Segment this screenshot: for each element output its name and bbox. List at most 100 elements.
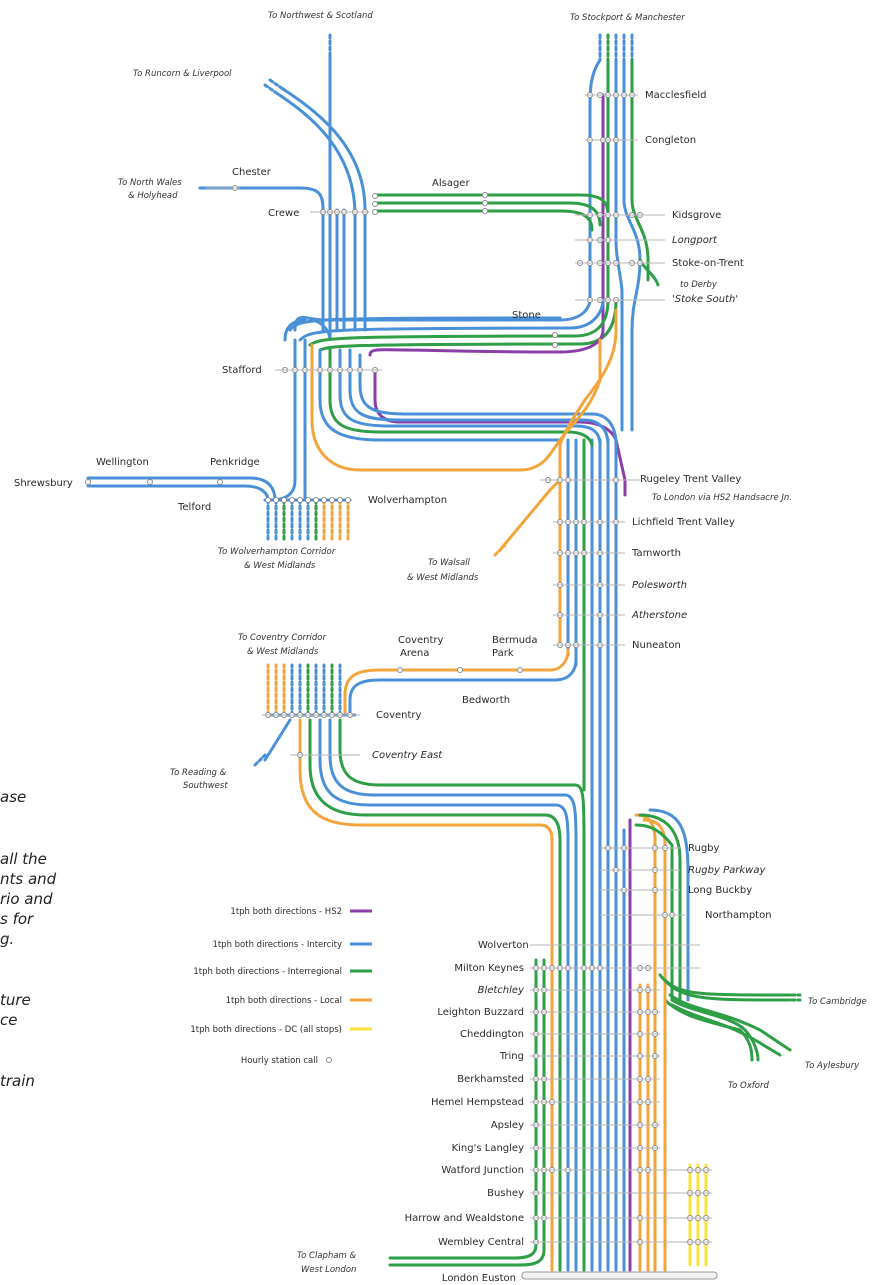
station-congleton: Congleton [645, 135, 696, 146]
station-wellington: Wellington [96, 457, 149, 468]
fragment-5: s for [0, 910, 34, 928]
fragment-1: ase [0, 788, 26, 806]
dir-north-wales-1: To North Wales [118, 178, 182, 188]
dir-oxford: To Oxford [728, 1081, 769, 1091]
station-chester: Chester [232, 167, 272, 178]
station-lichfield: Lichfield Trent Valley [632, 517, 735, 528]
legend-dc-label: 1tph both directions - DC (all stops) [190, 1025, 342, 1035]
euston-terminus-bar [521, 1271, 718, 1280]
station-nuneaton: Nuneaton [632, 640, 681, 651]
station-bermuda-2: Park [492, 648, 514, 659]
station-stone: Stone [512, 310, 541, 321]
legend-local-label: 1tph both directions - Local [226, 996, 342, 1006]
station-harrow: Harrow and Wealdstone [405, 1213, 524, 1224]
dir-coventry-corridor-1: To Coventry Corridor [238, 633, 326, 643]
local-line-walsall [493, 478, 562, 557]
station-wolverton: Wolverton [478, 940, 529, 951]
dir-wolverhampton-2: & West Midlands [244, 561, 316, 571]
station-hemel-hempstead: Hemel Hempstead [431, 1097, 524, 1108]
station-telford: Telford [177, 502, 211, 513]
local-dc-lines [638, 983, 708, 1272]
dir-derby: to Derby [680, 280, 718, 290]
dir-clapham-1: To Clapham & [297, 1251, 357, 1261]
fragment-9: train [0, 1072, 35, 1090]
dir-reading-2: Southwest [183, 781, 228, 791]
coventry-lines [253, 648, 586, 842]
station-leaders [205, 94, 712, 1243]
legend-hs2-label: 1tph both directions - HS2 [230, 907, 342, 917]
dir-runcorn-liverpool: To Runcorn & Liverpool [133, 69, 232, 79]
station-shrewsbury: Shrewsbury [14, 478, 73, 489]
dir-wolverhampton-1: To Wolverhampton Corridor [218, 547, 336, 557]
station-longport: Longport [672, 235, 718, 246]
wolverhampton-corridor-lines [263, 498, 352, 542]
legend-call-label: Hourly station call [241, 1056, 318, 1066]
station-atherstone: Atherstone [631, 610, 687, 621]
station-berkhamsted: Berkhamsted [457, 1074, 524, 1085]
intercity-line-liverpool [263, 78, 367, 332]
fragment-2: all the [0, 850, 47, 868]
station-bushey: Bushey [487, 1188, 524, 1199]
dir-clapham-2: West London [301, 1265, 356, 1275]
trent-valley-lines [558, 438, 618, 832]
dir-walsall-2: & West Midlands [407, 573, 479, 583]
dir-stockport-manchester: To Stockport & Manchester [570, 13, 685, 23]
station-stafford: Stafford [222, 365, 262, 376]
station-penkridge: Penkridge [210, 457, 260, 468]
station-kings-langley: King's Langley [452, 1143, 524, 1154]
dir-london-hs2: To London via HS2 Handsacre Jn. [652, 493, 792, 503]
fragment-7: ture [0, 991, 31, 1009]
legend: 1tph both directions - HS2 1tph both dir… [190, 907, 372, 1066]
dir-reading-1: To Reading & [170, 768, 227, 778]
route-lines [86, 33, 802, 1280]
legend-call-marker [326, 1057, 332, 1063]
left-cropped-text: ase all the nts and rio and s for g. tur… [0, 788, 57, 1090]
station-tamworth: Tamworth [631, 548, 681, 559]
stafford-south-curves [268, 338, 618, 502]
station-alsager: Alsager [432, 178, 470, 189]
fragment-4: rio and [0, 890, 53, 908]
legend-interregional-label: 1tph both directions - Interregional [193, 967, 342, 977]
station-rugby: Rugby [688, 843, 720, 854]
station-watford-junction: Watford Junction [441, 1165, 524, 1176]
station-rugeley: Rugeley Trent Valley [640, 474, 741, 485]
dir-walsall-1: To Walsall [428, 558, 471, 568]
station-long-buckby: Long Buckby [688, 885, 752, 896]
station-wolverhampton: Wolverhampton [368, 495, 447, 506]
station-stoke-south: 'Stoke South' [672, 294, 738, 305]
station-cheddington: Cheddington [460, 1029, 524, 1040]
station-wembley-central: Wembley Central [438, 1237, 524, 1248]
dir-coventry-corridor-2: & West Midlands [247, 647, 319, 657]
intercity-line-north-wales [198, 186, 325, 212]
station-tring: Tring [499, 1051, 524, 1062]
northampton-loop-lines [634, 808, 802, 1272]
intercity-line-shrewsbury [86, 476, 277, 502]
dir-north-wales-2: & Holyhead [128, 191, 178, 201]
station-milton-keynes: Milton Keynes [454, 963, 524, 974]
station-crewe: Crewe [268, 208, 299, 219]
fragment-8: ce [0, 1011, 17, 1029]
station-kidsgrove: Kidsgrove [672, 210, 721, 221]
dir-aylesbury: To Aylesbury [805, 1061, 860, 1071]
station-apsley: Apsley [491, 1120, 524, 1131]
direction-labels: To Northwest & Scotland To Stockport & M… [118, 11, 867, 1275]
station-labels: Macclesfield Congleton Chester Crewe Als… [14, 90, 772, 1284]
station-coventry: Coventry [376, 710, 422, 721]
station-bedworth: Bedworth [462, 695, 510, 706]
fragment-3: nts and [0, 870, 57, 888]
intercity-line-northwest [321, 33, 346, 332]
dir-northwest-scotland: To Northwest & Scotland [268, 11, 373, 21]
station-coventry-arena-2: Arena [400, 648, 429, 659]
station-leighton-buzzard: Leighton Buzzard [437, 1007, 524, 1018]
station-coventry-arena-1: Coventry [398, 635, 444, 646]
station-rugby-parkway: Rugby Parkway [688, 865, 766, 876]
station-northampton: Northampton [705, 910, 772, 921]
station-macclesfield: Macclesfield [645, 90, 706, 101]
legend-intercity-label: 1tph both directions - Intercity [212, 940, 342, 950]
dir-cambridge: To Cambridge [808, 997, 867, 1007]
station-polesworth: Polesworth [632, 580, 687, 591]
station-bletchley: Bletchley [478, 985, 525, 996]
fragment-6: g. [0, 930, 14, 948]
station-bermuda-1: Bermuda [492, 635, 538, 646]
